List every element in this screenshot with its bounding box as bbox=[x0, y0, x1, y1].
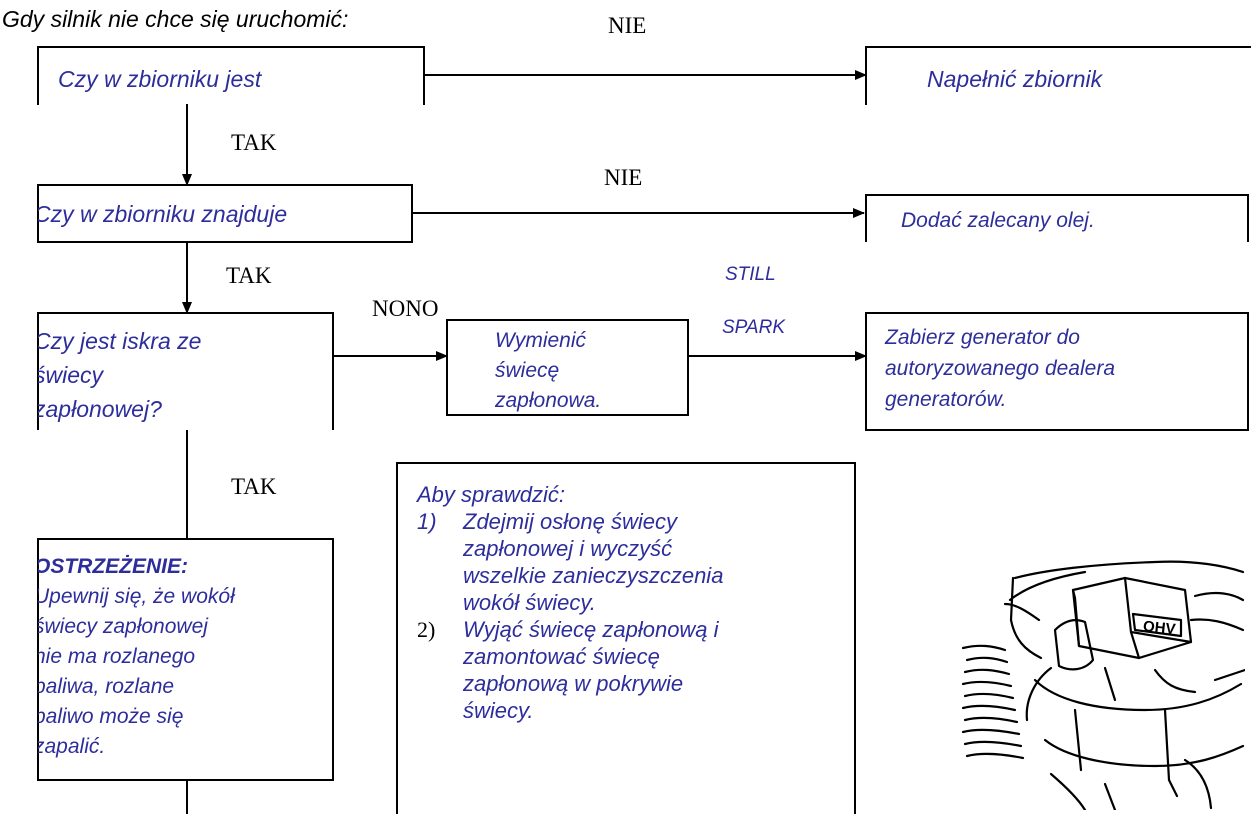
box-q1-border bbox=[37, 46, 425, 105]
step-2-line-4: świecy. bbox=[463, 698, 534, 723]
warning-line-3: nie ma rozlanego bbox=[38, 645, 196, 668]
instructions-intro: Aby sprawdzić: bbox=[417, 482, 565, 507]
ohv-label: OHV bbox=[1142, 618, 1176, 638]
box-r4-line-3: generatorów. bbox=[885, 388, 1007, 411]
warning-title: OSTRZEŻENIE: bbox=[38, 555, 189, 578]
label-still: STILL bbox=[725, 264, 776, 285]
page-heading: Gdy silnik nie chce się uruchomić: bbox=[2, 6, 349, 32]
box-r3: Wymienić świecę zapłonowa. bbox=[447, 320, 688, 415]
box-r4: Zabierz generator do autoryzowanego deal… bbox=[866, 313, 1248, 430]
warning-line-2: świecy zapłonowej bbox=[38, 615, 208, 638]
step-1-line-3: wszelkie zanieczyszczenia bbox=[463, 563, 724, 588]
box-warning-border bbox=[37, 538, 334, 781]
label-q2-yes: TAK bbox=[226, 263, 272, 288]
step-2-line-2: zamontować świecę bbox=[463, 644, 660, 669]
box-r4-line-1: Zabierz generator do bbox=[885, 326, 1080, 349]
label-spark: SPARK bbox=[722, 317, 786, 338]
box-r1: Napełnić zbiornik bbox=[866, 47, 1251, 105]
label-q1-yes: TAK bbox=[231, 130, 277, 155]
spark-plug-engine-illustration: OHV bbox=[961, 560, 1245, 810]
box-r2-text: Dodać zalecany olej. bbox=[901, 209, 1095, 232]
warning-line-1: Upewnij się, że wokół bbox=[38, 585, 235, 608]
box-q3-line-2: świecy bbox=[38, 362, 104, 388]
box-q2: Czy w zbiorniku znajduje bbox=[38, 185, 412, 242]
step-2-line-1: Wyjąć świecę zapłonową i bbox=[463, 617, 719, 642]
box-r1-border bbox=[865, 46, 1251, 105]
box-q3-border bbox=[37, 312, 334, 430]
step-1-line-4: wokół świecy. bbox=[463, 590, 596, 615]
instructions-list: 1) Zdejmij osłonę świecy zapłonowej i wy… bbox=[417, 508, 847, 724]
label-q3-no: NONO bbox=[372, 296, 439, 321]
box-q1-text: Czy w zbiorniku jest bbox=[58, 66, 262, 92]
box-instructions: Aby sprawdzić: 1) Zdejmij osłonę świecy … bbox=[397, 463, 855, 814]
label-q3-yes: TAK bbox=[231, 474, 277, 499]
label-q2-no: NIE bbox=[604, 165, 643, 190]
box-r1-text: Napełnić zbiornik bbox=[927, 66, 1103, 92]
step-2-number: 2) bbox=[417, 617, 436, 642]
warning-line-6: zapalić. bbox=[38, 735, 106, 758]
instructions-step-1: 1) Zdejmij osłonę świecy zapłonowej i wy… bbox=[417, 508, 847, 616]
box-r4-line-2: autoryzowanego dealera bbox=[885, 357, 1115, 380]
box-r3-border bbox=[446, 319, 689, 416]
box-r3-line-1: Wymienić bbox=[495, 329, 587, 352]
instructions-body: Aby sprawdzić: 1) Zdejmij osłonę świecy … bbox=[417, 481, 847, 724]
box-warning: OSTRZEŻENIE: Upewnij się, że wokół świec… bbox=[38, 539, 333, 780]
step-1-line-2: zapłonowej i wyczyść bbox=[463, 536, 673, 561]
box-r2-border bbox=[865, 194, 1249, 242]
box-q3-line-1: Czy jest iskra ze bbox=[38, 328, 202, 354]
box-q2-border bbox=[37, 184, 413, 243]
warning-line-5: paliwo może się bbox=[38, 705, 184, 728]
step-2-line-3: zapłonową w pokrywie bbox=[463, 671, 684, 696]
step-1-number: 1) bbox=[417, 509, 437, 534]
box-q3: Czy jest iskra ze świecy zapłonowej? bbox=[38, 313, 333, 430]
box-instructions-border bbox=[396, 462, 856, 814]
box-q3-line-3: zapłonowej? bbox=[38, 396, 162, 422]
box-r3-line-3: zapłonowa. bbox=[495, 389, 602, 412]
box-q1: Czy w zbiorniku jest bbox=[38, 47, 424, 105]
step-1-line-1: Zdejmij osłonę świecy bbox=[463, 509, 677, 534]
instructions-step-2: 2) Wyjąć świecę zapłonową i zamontować ś… bbox=[417, 616, 847, 724]
box-r2: Dodać zalecany olej. bbox=[866, 195, 1248, 242]
warning-line-4: paliwa, rozlane bbox=[38, 675, 175, 698]
label-q1-no: NIE bbox=[608, 13, 647, 38]
box-r4-border bbox=[865, 312, 1249, 431]
box-r3-line-2: świecę bbox=[495, 359, 560, 382]
box-q2-text: Czy w zbiorniku znajduje bbox=[38, 201, 288, 227]
